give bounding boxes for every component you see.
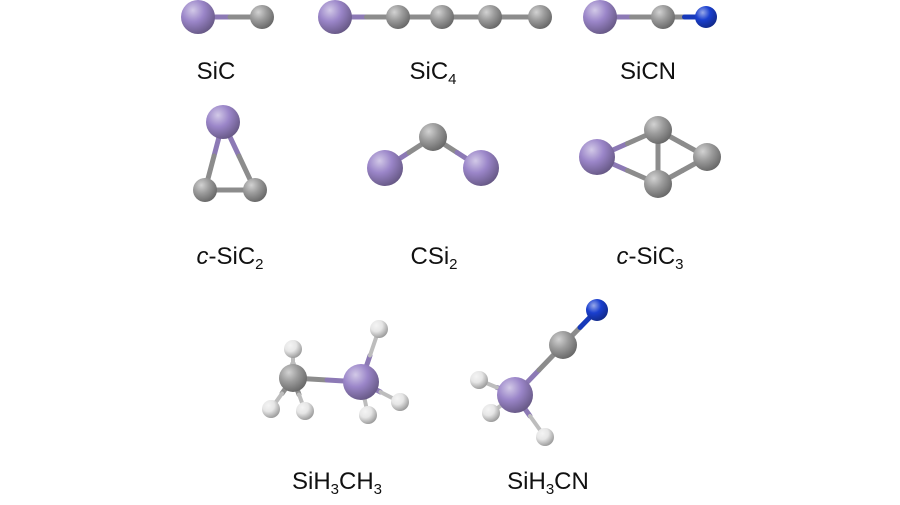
label-csi2: CSi2 [410, 243, 457, 273]
sih3ch3-label-part-0: SiH [291, 468, 331, 495]
c-sic3-carbon-atom-1 [644, 116, 672, 144]
sicn-silicon-atom-0 [583, 0, 617, 34]
sih3cn-label-part-0: SiH [507, 468, 546, 495]
sicn-nitrogen-atom-2 [695, 6, 717, 28]
sih3ch3-label-part-3: 3 [373, 481, 383, 498]
sih3cn-carbon-atom-1 [549, 331, 577, 359]
csi2-silicon-atom-2 [463, 150, 499, 186]
csi2-silicon-atom-0 [367, 150, 403, 186]
csi2-label-part-0: CSi [410, 243, 450, 270]
sih3ch3-hydrogen-atom-4 [296, 402, 314, 420]
c-sic2-label-part-2: 2 [255, 256, 264, 273]
label-sic: SiC [197, 60, 236, 84]
sih3cn-silicon-atom-0 [497, 377, 533, 413]
label-c-sic3: c-SiC3 [616, 243, 683, 273]
sicn-carbon-atom-1 [651, 5, 675, 29]
sih3ch3-hydrogen-atom-2 [284, 340, 302, 358]
label-sic4: SiC4 [409, 58, 456, 88]
sih3ch3-hydrogen-atom-5 [370, 320, 388, 338]
c-sic2-label-part-1: -SiC [208, 243, 256, 270]
csi2-label-part-1: 2 [449, 256, 458, 273]
c-sic3-label-part-1: -SiC [628, 243, 676, 270]
sic-carbon-atom-1 [250, 5, 274, 29]
c-sic3-label-part-0: c [616, 243, 629, 270]
sih3cn-label-part-1: 3 [545, 481, 555, 498]
csi2-carbon-atom-1 [419, 123, 447, 151]
sih3cn-label-part-2: CN [554, 468, 589, 495]
sih3ch3-label-part-1: 3 [330, 481, 339, 498]
c-sic3-silicon-atom-0 [579, 139, 615, 175]
c-sic3-carbon-atom-3 [693, 143, 721, 171]
sic4-carbon-atom-3 [478, 5, 502, 29]
c-sic3-carbon-atom-2 [644, 170, 672, 198]
sic4-silicon-atom-0 [318, 0, 352, 34]
sih3cn-hydrogen-atom-3 [470, 371, 488, 389]
sic4-carbon-atom-1 [386, 5, 410, 29]
sih3cn-nitrogen-atom-2 [586, 299, 608, 321]
c-sic2-silicon-atom-0 [206, 105, 240, 139]
c-sic2-carbon-atom-1 [193, 178, 217, 202]
sih3ch3-silicon-atom-1 [343, 364, 379, 400]
sih3ch3-hydrogen-atom-3 [262, 400, 280, 418]
sic4-label-part-1: 4 [448, 71, 457, 88]
sic4-carbon-atom-4 [528, 5, 552, 29]
sicn-label-part-0: SiCN [619, 58, 677, 85]
sih3cn-hydrogen-atom-4 [482, 404, 500, 422]
label-sih3ch3: SiH3CH3 [291, 468, 382, 498]
c-sic2-carbon-atom-2 [243, 178, 267, 202]
sih3ch3-carbon-atom-0 [279, 364, 307, 392]
sih3ch3-hydrogen-atom-7 [359, 406, 377, 424]
atoms-layer [181, 0, 721, 446]
label-sih3cn: SiH3CN [507, 468, 589, 498]
sih3ch3-label-part-2: CH [339, 468, 374, 495]
label-sicn: SiCN [620, 60, 676, 84]
sic4-label-part-0: SiC [409, 58, 449, 85]
c-sic3-label-part-2: 3 [675, 256, 684, 273]
label-c-sic2: c-SiC2 [196, 243, 263, 273]
sih3cn-hydrogen-atom-5 [536, 428, 554, 446]
sic4-carbon-atom-2 [430, 5, 454, 29]
sic-label-part-0: SiC [196, 58, 236, 85]
sic-silicon-atom-0 [181, 0, 215, 34]
sih3ch3-hydrogen-atom-6 [391, 393, 409, 411]
c-sic2-label-part-0: c [196, 243, 209, 270]
